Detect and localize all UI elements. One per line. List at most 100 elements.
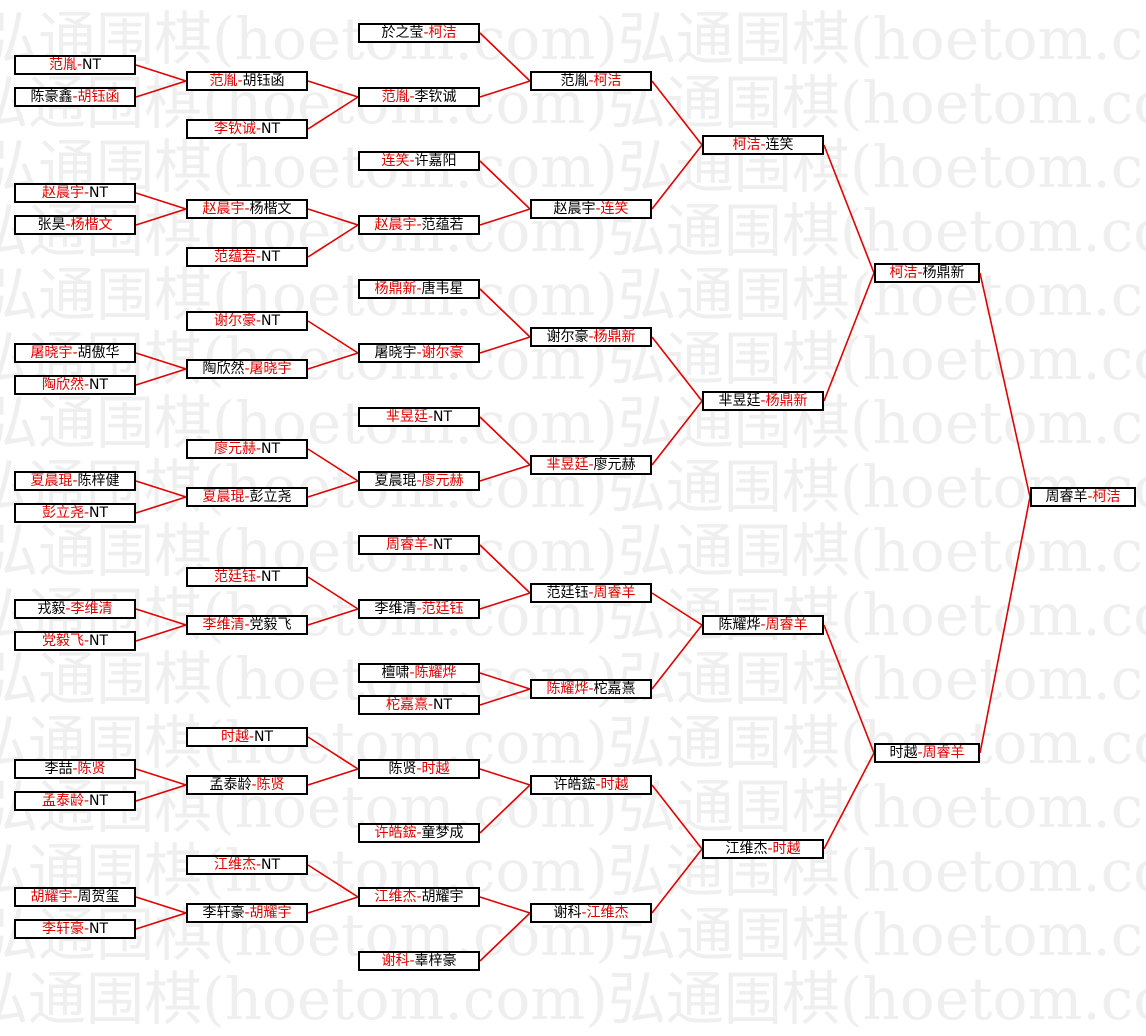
player-name: 江维杰 [213, 857, 256, 873]
separator-dash: - [409, 665, 415, 681]
match-box-r3: 柁嘉熹-NT [358, 695, 480, 715]
player-name: 胡耀宇 [421, 889, 464, 905]
separator-dash: - [595, 777, 601, 793]
bracket-lines [135, 32, 1031, 962]
bracket-connector [307, 576, 359, 610]
bracket-connector [651, 400, 703, 466]
bracket-connector [651, 624, 703, 690]
bracket-connector [479, 784, 531, 834]
player-name: NT [89, 793, 109, 809]
player-name: 范蕴若 [421, 217, 464, 233]
player-name: 范蕴若 [213, 249, 256, 265]
bracket-connector [979, 272, 1031, 498]
separator-dash: - [83, 505, 90, 521]
player-name: 范胤 [209, 73, 238, 89]
separator-dash: - [244, 361, 250, 377]
player-name: 时越 [600, 777, 629, 793]
player-name: 杨鼎新 [922, 265, 965, 281]
match-box-r4: 范廷钰-周睿羊 [530, 583, 652, 603]
player-name: 时越 [220, 729, 249, 745]
separator-dash: - [767, 841, 773, 857]
player-name: NT [433, 409, 453, 425]
player-name: NT [89, 505, 109, 521]
match-box-r2: 范胤-胡钰函 [186, 71, 308, 91]
match-box-r3: 夏晨琨-廖元赫 [358, 471, 480, 491]
bracket-connector [979, 496, 1031, 754]
match-box-r3: 屠晓宇-谢尔豪 [358, 343, 480, 363]
separator-dash: - [409, 153, 415, 169]
player-name: NT [82, 57, 102, 73]
bracket-connector [135, 208, 187, 226]
player-name: 谢科 [381, 953, 410, 969]
bracket-connector [307, 208, 359, 226]
separator-dash: - [416, 889, 422, 905]
bracket-connector [651, 592, 703, 626]
separator-dash: - [423, 25, 429, 41]
match-box-r2: 江维杰-NT [186, 855, 308, 875]
separator-dash: - [917, 265, 923, 281]
player-name: NT [261, 249, 281, 265]
player-name: 陶欣然 [202, 361, 245, 377]
separator-dash: - [416, 281, 422, 297]
player-name: 范廷钰 [213, 569, 256, 585]
separator-dash: - [83, 377, 90, 393]
player-name: NT [261, 313, 281, 329]
bracket-diagram: 弘通围棋(hoetom.com)弘通围棋(hoetom.com)弘通围棋(hoe… [0, 5, 1146, 1033]
match-box-r2: 李维清-党毅飞 [186, 615, 308, 635]
player-name: 陈贤 [256, 777, 285, 793]
player-name: 柯洁 [1092, 489, 1121, 505]
match-box-r3: 陈贤-时越 [358, 759, 480, 779]
player-name: 廖元赫 [593, 457, 636, 473]
player-name: 李钦诚 [213, 121, 256, 137]
bracket-connector [135, 368, 187, 386]
match-box-r3: 江维杰-胡耀宇 [358, 887, 480, 907]
match-box-r4: 赵晨宇-连笑 [530, 199, 652, 219]
player-name: 赵晨宇 [202, 201, 245, 217]
player-name: 孟泰龄 [41, 793, 84, 809]
player-name: 杨楷文 [70, 217, 113, 233]
bracket-connector [135, 784, 187, 802]
player-name: 谢科 [553, 905, 582, 921]
bracket-connector [651, 848, 703, 914]
separator-dash: - [255, 857, 262, 873]
match-box-r5: 江维杰-时越 [702, 839, 824, 859]
player-name: 李维清 [70, 601, 113, 617]
bracket-connector [479, 672, 531, 690]
player-name: 党毅飞 [41, 633, 84, 649]
player-name: 夏晨琨 [202, 489, 245, 505]
match-box-r1: 陈豪鑫-胡钰函 [14, 87, 136, 107]
match-box-r2: 赵晨宇-杨楷文 [186, 199, 308, 219]
separator-dash: - [244, 201, 250, 217]
match-box-r4: 谢科-江维杰 [530, 903, 652, 923]
player-name: 孟泰龄 [209, 777, 252, 793]
match-box-r4: 陈耀烨-柁嘉熹 [530, 679, 652, 699]
player-name: 范胤 [381, 89, 410, 105]
player-name: 赵晨宇 [374, 217, 417, 233]
separator-dash: - [409, 89, 415, 105]
match-box-r1: 张昊-杨楷文 [14, 215, 136, 235]
separator-dash: - [588, 681, 594, 697]
player-name: 胡耀宇 [249, 905, 292, 921]
player-name: 廖元赫 [213, 441, 256, 457]
player-name: 柁嘉熹 [593, 681, 636, 697]
player-name: 柁嘉熹 [385, 697, 428, 713]
separator-dash: - [83, 633, 90, 649]
bracket-connector [479, 896, 531, 914]
bracket-connector [135, 80, 187, 98]
player-name: NT [261, 569, 281, 585]
match-box-r3: 杨鼎新-唐韦星 [358, 279, 480, 299]
player-name: 杨楷文 [249, 201, 292, 217]
player-name: 於之莹 [381, 25, 424, 41]
player-name: 赵晨宇 [553, 201, 596, 217]
match-box-r1: 党毅飞-NT [14, 631, 136, 651]
player-name: NT [89, 377, 109, 393]
match-box-r2: 范廷钰-NT [186, 567, 308, 587]
separator-dash: - [255, 121, 262, 137]
bracket-connector [479, 464, 531, 482]
match-box-r3: 周睿羊-NT [358, 535, 480, 555]
bracket-connector [307, 864, 359, 898]
match-box-r1: 胡耀宇-周贺玺 [14, 887, 136, 907]
bracket-connector [651, 784, 703, 850]
separator-dash: - [255, 441, 262, 457]
bracket-connector [307, 96, 359, 130]
